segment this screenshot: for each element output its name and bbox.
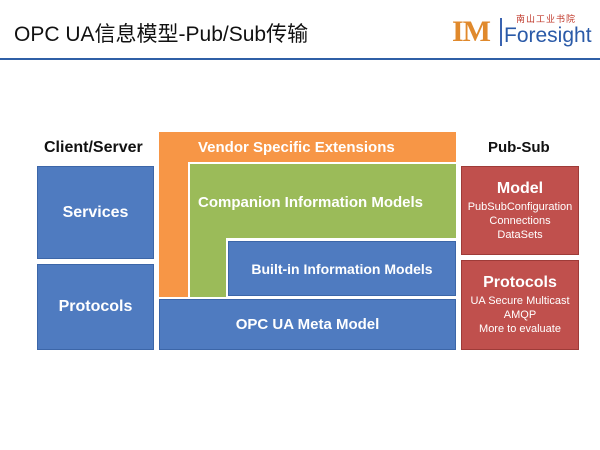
pubsub-model-item: DataSets bbox=[497, 228, 543, 241]
pubsub-model-block: Model PubSubConfiguration Connections Da… bbox=[461, 166, 579, 255]
logo-chinese-text: 南山工业书院 bbox=[516, 15, 577, 25]
pubsub-protocols-item: More to evaluate bbox=[479, 323, 561, 335]
header-divider bbox=[0, 58, 600, 60]
services-label: Services bbox=[62, 203, 129, 221]
pubsub-model-title: Model bbox=[496, 179, 544, 197]
pubsub-protocols-block: Protocols UA Secure Multicast AMQP More … bbox=[461, 260, 579, 350]
slide-title: OPC UA信息模型-Pub/Sub传输 bbox=[14, 23, 309, 46]
pubsub-protocols-title: Protocols bbox=[483, 274, 557, 291]
logo-im-text: IM bbox=[452, 15, 491, 48]
client-server-heading: Client/Server bbox=[44, 139, 143, 156]
vendor-extensions-column bbox=[159, 132, 188, 297]
builtin-models-block: Built-in Information Models bbox=[228, 241, 456, 296]
imf-logo: IM 南山工业书院 Foresight bbox=[452, 12, 592, 50]
pubsub-protocols-item: UA Secure Multicast bbox=[470, 295, 570, 307]
vendor-extensions-bar bbox=[159, 132, 456, 162]
companion-models-label: Companion Information Models bbox=[198, 194, 423, 211]
companion-models-column bbox=[190, 164, 226, 297]
logo-divider bbox=[500, 18, 502, 46]
client-protocols-label: Protocols bbox=[58, 298, 133, 315]
pub-sub-heading: Pub-Sub bbox=[488, 139, 550, 156]
logo-foresight-text: Foresight bbox=[504, 24, 592, 47]
builtin-models-label: Built-in Information Models bbox=[251, 260, 433, 277]
meta-model-label: OPC UA Meta Model bbox=[235, 316, 380, 333]
services-block: Services bbox=[37, 166, 154, 259]
pubsub-model-item: PubSubConfiguration bbox=[467, 200, 573, 213]
pubsub-protocols-item: AMQP bbox=[503, 309, 537, 321]
meta-model-block: OPC UA Meta Model bbox=[159, 299, 456, 350]
client-protocols-block: Protocols bbox=[37, 264, 154, 350]
companion-models-bar bbox=[190, 164, 456, 238]
vendor-extensions-label: Vendor Specific Extensions bbox=[198, 139, 395, 156]
pubsub-model-item: Connections bbox=[489, 214, 551, 227]
